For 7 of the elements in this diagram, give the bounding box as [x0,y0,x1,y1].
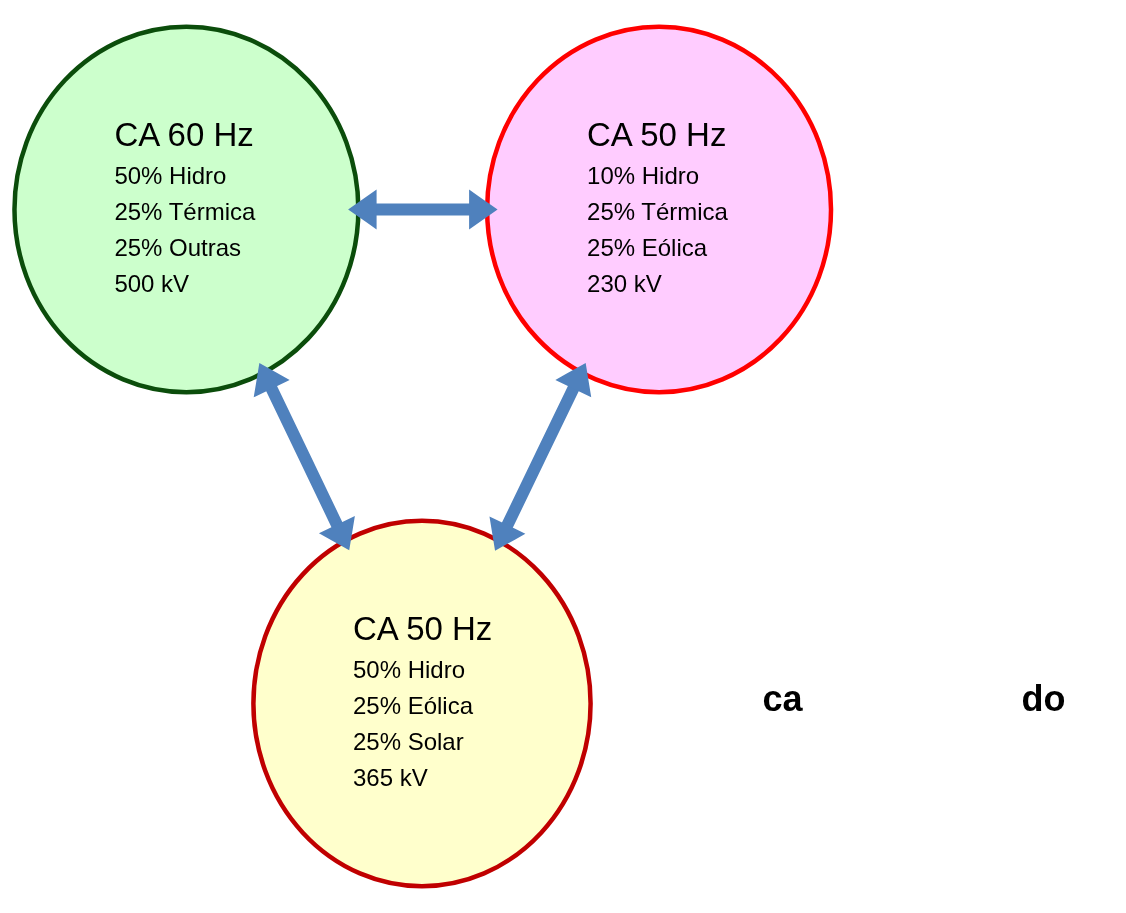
arrow [489,363,592,551]
label: do [1021,678,1066,720]
label: ca [762,678,803,720]
arrow [253,363,355,551]
node-circle: CA 50 Hz 10% Hidro 25% Térmica 25% Eólica 230 kV [484,24,834,395]
node-circle: CA 60 Hz 50% Hidro 25% Térmica 25% Outras 500 kV [12,24,361,395]
arrow [348,189,498,230]
